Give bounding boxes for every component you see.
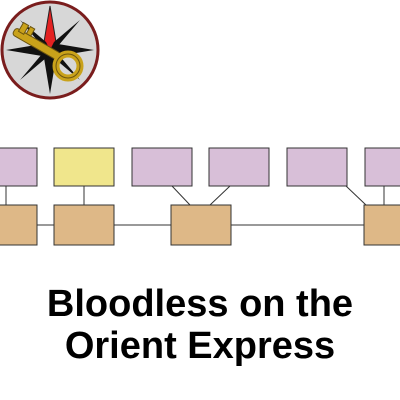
top-row-boxes [0, 147, 400, 187]
page-title: Bloodless on the Orient Express [0, 283, 400, 367]
tree-node-top-2-highlight [53, 147, 115, 187]
bottom-row-boxes [0, 204, 400, 246]
tree-node-bottom-4 [363, 204, 400, 246]
tree-node-bottom-2 [53, 204, 115, 246]
gold-key-icon [12, 21, 84, 82]
tree-node-top-6 [364, 147, 400, 187]
tree-node-top-1 [0, 147, 38, 187]
title-line-1: Bloodless on the [46, 283, 354, 325]
tree-node-bottom-3 [170, 204, 232, 246]
tree-node-bottom-1 [0, 204, 38, 246]
tree-node-top-4 [208, 147, 270, 187]
title-line-2: Orient Express [64, 325, 336, 367]
tree-node-top-3 [131, 147, 193, 187]
tree-connectors [5, 185, 385, 226]
compass-rose-key-logo [0, 0, 100, 100]
tree-node-top-5 [286, 147, 348, 187]
